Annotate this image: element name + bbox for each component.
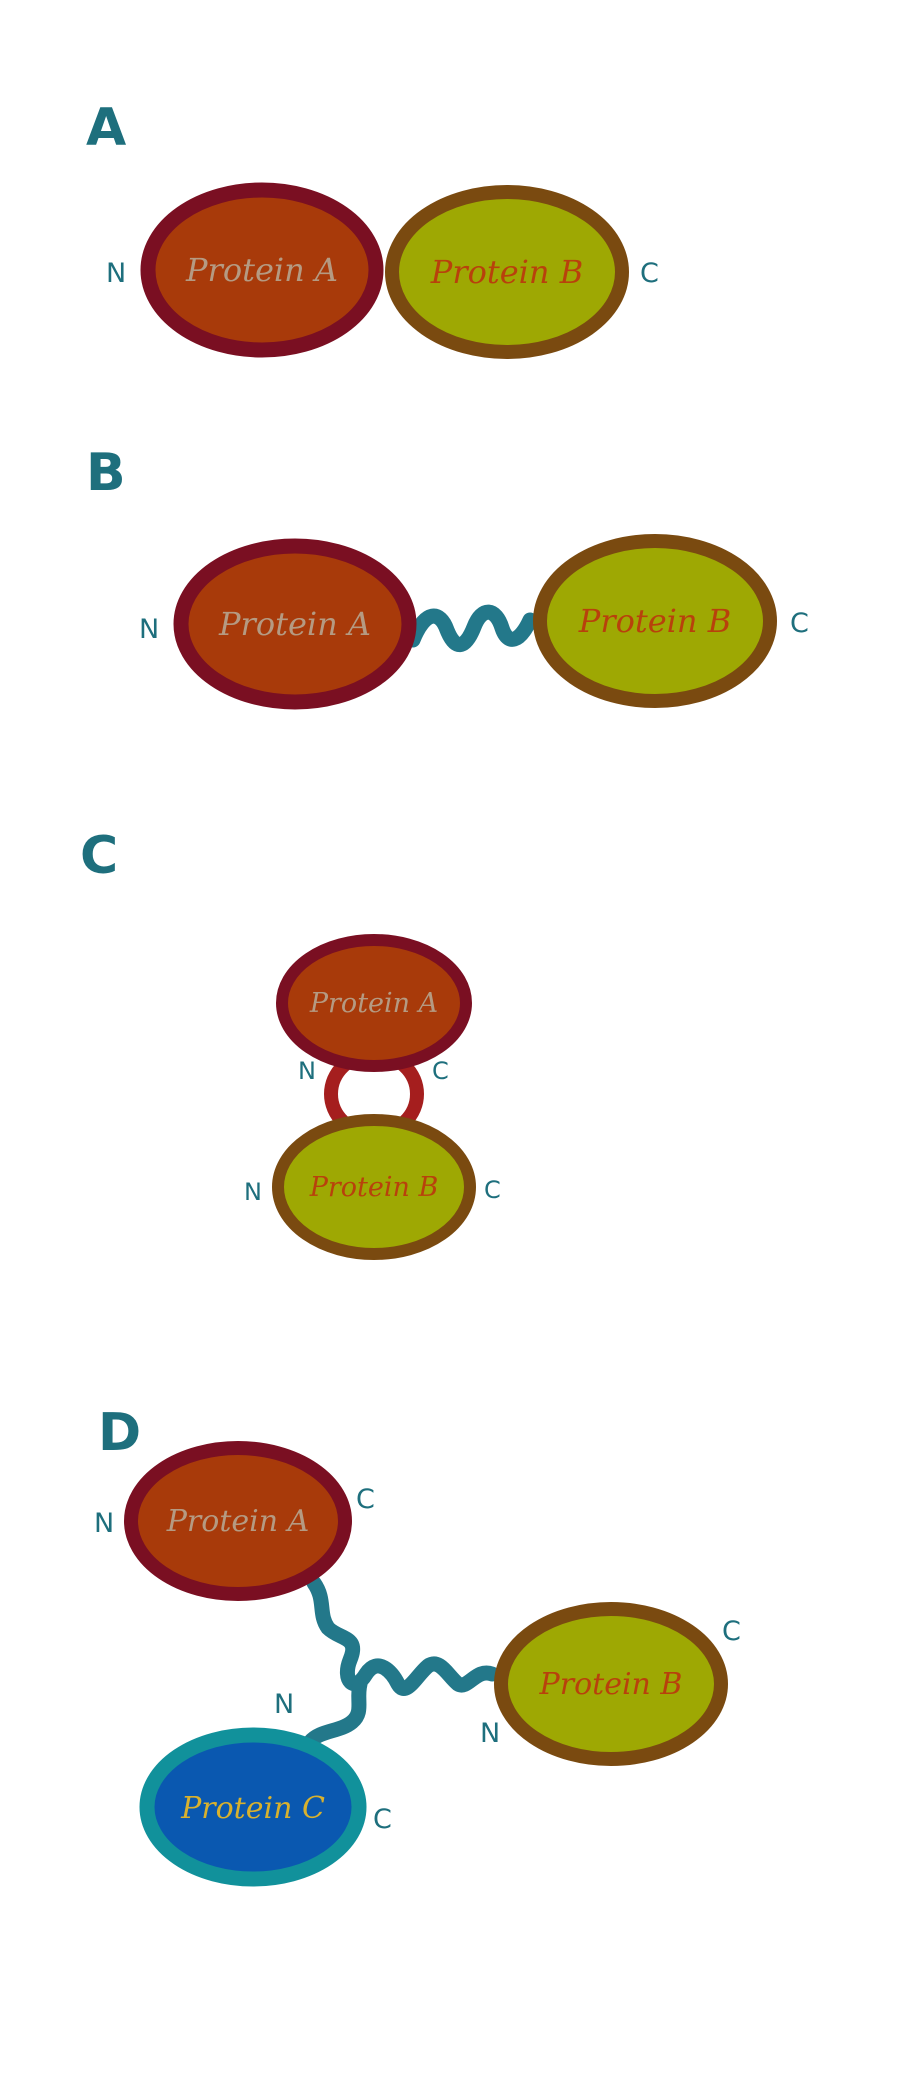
a-c-terminus-label: C <box>432 1057 449 1085</box>
protein-a-node: Protein A <box>124 1441 352 1601</box>
protein-b-ellipse <box>533 534 777 708</box>
panel-b: B N Protein A Protein B C <box>86 443 809 710</box>
protein-b-node: Protein B <box>533 534 777 708</box>
b-c-terminus-label: C <box>722 1616 741 1647</box>
protein-b-label: Protein B <box>539 1667 683 1702</box>
protein-a-label: Protein A <box>309 988 438 1019</box>
panel-letter-b: B <box>86 443 126 503</box>
protein-c-label: Protein C <box>180 1791 325 1826</box>
protein-c-node: Protein C <box>139 1727 367 1887</box>
c-terminus-label: C <box>790 608 809 639</box>
panel-letter-a: A <box>86 98 126 158</box>
protein-b-label: Protein B <box>578 602 731 640</box>
panel-c: C Protein A N C Protein B N C <box>80 826 501 1260</box>
n-terminus-label: N <box>106 258 126 289</box>
protein-b-node: Protein B <box>385 185 629 359</box>
protein-a-node: Protein A <box>140 182 384 358</box>
protein-a-label: Protein A <box>218 605 371 643</box>
b-n-terminus-label: N <box>480 1718 500 1749</box>
branched-linker <box>306 1575 500 1696</box>
panel-letter-d: D <box>98 1403 141 1463</box>
protein-b-ellipse <box>385 185 629 359</box>
a-c-terminus-label: C <box>356 1484 375 1515</box>
protein-a-node: Protein A <box>276 934 472 1072</box>
n-terminus-label: N <box>139 614 159 645</box>
panel-a: A N Protein A Protein B C <box>86 98 659 359</box>
protein-b-label: Protein B <box>309 1172 439 1203</box>
protein-a-node: Protein A <box>173 538 417 710</box>
panel-letter-c: C <box>80 826 118 886</box>
protein-a-ellipse <box>140 182 384 358</box>
protein-b-ellipse <box>494 1602 728 1766</box>
protein-b-ellipse <box>272 1114 476 1260</box>
c-c-terminus-label: C <box>373 1804 392 1835</box>
protein-a-label: Protein A <box>166 1504 310 1539</box>
panel-d: D Protein A N C Protein B N C N Protein … <box>94 1403 741 1887</box>
protein-b-node: Protein B <box>494 1602 728 1766</box>
a-n-terminus-label: N <box>298 1057 316 1085</box>
branch-linker-to-c <box>302 1676 368 1750</box>
protein-a-label: Protein A <box>185 251 338 289</box>
protein-c-ellipse <box>139 1727 367 1887</box>
wavy-linker <box>405 604 538 652</box>
protein-a-ellipse <box>124 1441 352 1601</box>
b-c-terminus-label: C <box>484 1176 501 1204</box>
protein-b-label: Protein B <box>430 253 583 291</box>
a-n-terminus-label: N <box>94 1508 114 1539</box>
b-n-terminus-label: N <box>244 1178 262 1206</box>
c-terminus-label: C <box>640 258 659 289</box>
c-n-terminus-label: N <box>274 1689 294 1720</box>
protein-a-ellipse <box>173 538 417 710</box>
protein-b-node: Protein B <box>272 1114 476 1260</box>
protein-a-ellipse <box>276 934 472 1072</box>
